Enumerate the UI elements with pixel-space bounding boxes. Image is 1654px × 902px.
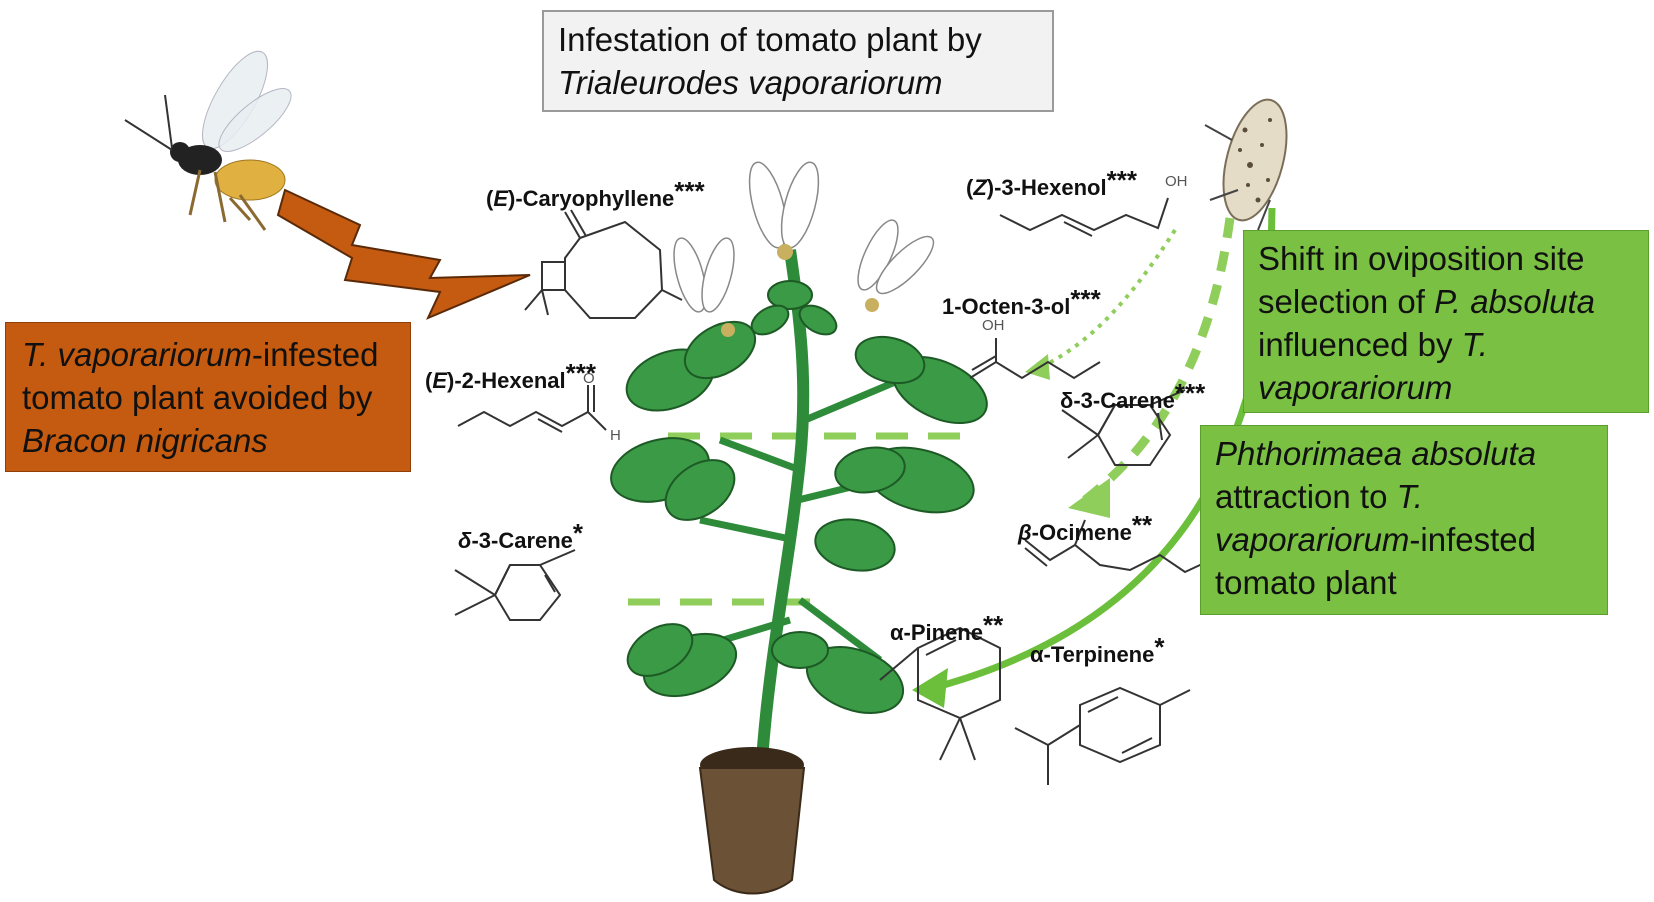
attraction-arrowhead — [912, 668, 948, 708]
carene-right-structure — [1061, 389, 1186, 466]
terpinene-structure — [1014, 686, 1191, 785]
compound-name: )-3-Hexenol — [986, 175, 1107, 200]
significance-stars: *** — [1174, 378, 1206, 408]
caryophyllene-structure — [524, 209, 683, 319]
green1-line-2: selection of P. absoluta — [1258, 280, 1634, 323]
title-line-1: Infestation of tomato plant by — [558, 21, 982, 58]
compound-label-octenol: 1-Octen-3-ol*** — [942, 284, 1101, 320]
green2-line-3-rest: -infested — [1409, 521, 1536, 558]
compound-label-hexenal: (E)-2-Hexenal*** — [425, 358, 596, 394]
significance-stars: *** — [1106, 165, 1137, 195]
compound-label-terpinene: α-Terpinene* — [1030, 632, 1164, 668]
hexenol-structure — [999, 197, 1169, 237]
compound-name: α-Pinene — [890, 620, 983, 645]
compound-label-carene-right: δ-3-Carene*** — [1060, 378, 1205, 414]
green1-line-4: vaporariorum — [1258, 369, 1453, 406]
octenol-oh-label: OH — [982, 317, 1005, 334]
compound-label-ocimene: β-Ocimene** — [1018, 510, 1152, 546]
compound-italic: β — [1018, 520, 1032, 545]
compound-italic: Z — [973, 175, 987, 200]
orange-line-2: tomato plant avoided by — [22, 379, 373, 416]
compound-prefix: ( — [486, 186, 494, 211]
lightning-arrow-icon — [276, 188, 531, 320]
green2-line-4: tomato plant — [1215, 564, 1397, 601]
carene-left-structure — [454, 549, 576, 621]
compound-label-hexenol: (Z)-3-Hexenol*** — [966, 165, 1137, 201]
oviposition-shift-box: Shift in oviposition site selection of P… — [1243, 230, 1649, 413]
compound-label-pinene: α-Pinene** — [890, 610, 1003, 646]
green1-line-3-plain: influenced by — [1258, 326, 1462, 363]
compound-italic: δ — [458, 528, 472, 553]
green1-line-2-plain: selection of — [1258, 283, 1435, 320]
significance-stars: * — [572, 518, 584, 548]
compound-name: )-Caryophyllene — [508, 186, 675, 211]
compound-name: -Ocimene — [1031, 520, 1132, 545]
compound-label-carene-left: δ-3-Carene* — [458, 518, 583, 554]
green2-line-2: attraction to T. — [1215, 475, 1593, 518]
oviposition-dashed-arrow — [1082, 217, 1235, 504]
significance-stars: ** — [982, 610, 1004, 640]
orange-line-1: T. vaporariorum-infested — [22, 333, 394, 376]
green1-line-3-italic: T. — [1461, 326, 1488, 363]
compound-name: )-2-Hexenal — [447, 368, 566, 393]
attraction-box: Phthorimaea absoluta attraction to T. va… — [1200, 425, 1608, 615]
significance-stars: *** — [565, 358, 596, 388]
compound-italic: E — [432, 368, 448, 393]
compound-name: α-Terpinene — [1030, 642, 1155, 667]
orange-line-3: Bracon nigricans — [22, 422, 268, 459]
green2-line-2-plain: attraction to — [1215, 478, 1397, 515]
wasp-icon — [124, 50, 292, 231]
compound-prefix: ( — [966, 175, 974, 200]
hexenal-o-label: O — [583, 370, 595, 387]
octenol-dotted-arrowhead — [1025, 354, 1050, 380]
compound-prefix: ( — [425, 368, 433, 393]
hexenal-h-label: H — [610, 427, 621, 444]
pot-icon — [698, 747, 806, 895]
green1-line-1: Shift in oviposition site — [1258, 240, 1585, 277]
octenol-structure — [969, 338, 1101, 380]
whitefly-icon — [673, 161, 935, 337]
oviposition-dashed-arrowhead — [1068, 478, 1110, 518]
green2-line-3-italic: vaporariorum — [1215, 521, 1410, 558]
significance-stars: * — [1154, 632, 1165, 662]
compound-name: 1-Octen-3-ol — [942, 294, 1071, 319]
tomato-plant-icon — [610, 249, 988, 761]
title-box: Infestation of tomato plant by Trialeuro… — [542, 10, 1054, 112]
significance-stars: ** — [1131, 510, 1153, 540]
compound-name: δ-3-Carene — [1060, 388, 1175, 413]
green2-line-2-italic: T. — [1396, 478, 1423, 515]
green1-line-3: influenced by T. — [1258, 323, 1634, 366]
hexenol-oh-label: OH — [1165, 173, 1188, 190]
pinene-structure — [879, 626, 1001, 761]
title-line-2: Trialeurodes vaporariorum — [558, 64, 943, 101]
significance-stars: *** — [1070, 284, 1101, 314]
green2-line-3: vaporariorum-infested — [1215, 518, 1593, 561]
orange-line-1-rest: -infested — [251, 336, 379, 373]
hexenal-structure — [457, 385, 607, 433]
wasp-avoidance-box: T. vaporariorum-infested tomato plant av… — [5, 322, 411, 472]
significance-stars: *** — [674, 176, 705, 206]
compound-italic: E — [493, 186, 509, 211]
moth-icon — [1204, 98, 1288, 231]
orange-italic-species: T. vaporariorum — [22, 336, 252, 373]
compound-label-caryophyllene: (E)-Caryophyllene*** — [486, 176, 705, 212]
compound-name: -3-Carene — [471, 528, 573, 553]
green2-line-1: Phthorimaea absoluta — [1215, 435, 1537, 472]
green1-line-2-italic: P. absoluta — [1434, 283, 1595, 320]
